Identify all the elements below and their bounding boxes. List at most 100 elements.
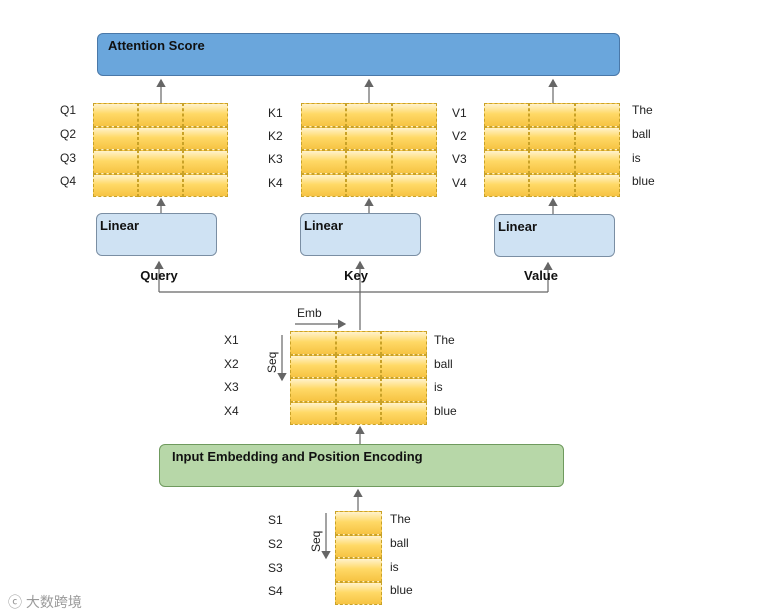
attention-score-box: Attention Score bbox=[97, 33, 620, 76]
v-cell bbox=[574, 103, 620, 127]
seq-label-s: Seq bbox=[309, 530, 323, 552]
watermark: ⓒ 大数跨境 bbox=[8, 592, 82, 612]
q-cell bbox=[93, 103, 138, 127]
q1-label: Q1 bbox=[60, 103, 77, 117]
linear-key-box: Linear bbox=[300, 213, 421, 256]
q2-label: Q2 bbox=[60, 127, 77, 141]
q-cell bbox=[183, 126, 228, 150]
x4-label: X4 bbox=[224, 404, 239, 418]
x-cell bbox=[335, 401, 382, 425]
v1-label: V1 bbox=[452, 106, 467, 120]
watermark-text: 大数跨境 bbox=[25, 594, 82, 610]
q3-label: Q3 bbox=[60, 151, 77, 165]
x-cell bbox=[381, 378, 427, 402]
v-cell bbox=[484, 150, 530, 174]
v-word-is: is bbox=[632, 151, 641, 165]
k-cell bbox=[301, 103, 347, 127]
s-word-is: is bbox=[390, 560, 399, 574]
k-matrix bbox=[301, 103, 437, 197]
q-cell bbox=[138, 150, 183, 174]
k-cell bbox=[301, 173, 347, 197]
attention-score-label: Attention Score bbox=[108, 38, 205, 53]
k-cell bbox=[301, 150, 347, 174]
k-cell bbox=[391, 150, 437, 174]
q-cell bbox=[183, 173, 228, 197]
v-cell bbox=[529, 150, 575, 174]
q-cell bbox=[138, 103, 183, 127]
watermark-logo-icon: ⓒ bbox=[8, 594, 22, 610]
s3-label: S3 bbox=[268, 561, 283, 575]
x-cell bbox=[335, 331, 382, 355]
x-cell bbox=[335, 354, 382, 378]
q-cell bbox=[93, 150, 138, 174]
k3-label: K3 bbox=[268, 152, 283, 166]
v-cell bbox=[484, 173, 530, 197]
x-word-is: is bbox=[434, 380, 443, 394]
v-cell bbox=[529, 126, 575, 150]
v-cell bbox=[574, 150, 620, 174]
x-word-the: The bbox=[434, 333, 455, 347]
s-cell bbox=[335, 534, 382, 558]
x2-label: X2 bbox=[224, 357, 239, 371]
v4-label: V4 bbox=[452, 176, 467, 190]
seq-label-x: Seq bbox=[265, 351, 279, 373]
emb-label: Emb bbox=[297, 306, 322, 320]
linear-query-label: Linear bbox=[100, 218, 140, 233]
k-cell bbox=[391, 173, 437, 197]
k2-label: K2 bbox=[268, 129, 283, 143]
v-cell bbox=[574, 126, 620, 150]
s-word-the: The bbox=[390, 512, 411, 526]
v-cell bbox=[529, 103, 575, 127]
x-word-ball: ball bbox=[434, 357, 453, 371]
x-cell bbox=[335, 378, 382, 402]
q-cell bbox=[183, 150, 228, 174]
v-cell bbox=[484, 103, 530, 127]
k-cell bbox=[391, 126, 437, 150]
x-cell bbox=[290, 401, 336, 425]
q4-label: Q4 bbox=[60, 174, 77, 188]
s-word-blue: blue bbox=[390, 583, 413, 597]
x1-label: X1 bbox=[224, 333, 239, 347]
input-embedding-label: Input Embedding and Position Encoding bbox=[172, 449, 423, 464]
v-word-the: The bbox=[632, 103, 653, 117]
v-cell bbox=[484, 126, 530, 150]
q-cell bbox=[138, 126, 183, 150]
s-cell bbox=[335, 581, 382, 605]
s-cell bbox=[335, 558, 382, 582]
k-cell bbox=[346, 103, 392, 127]
s-word-ball: ball bbox=[390, 536, 409, 550]
s-vector bbox=[335, 511, 382, 605]
s1-label: S1 bbox=[268, 513, 283, 527]
k-cell bbox=[346, 126, 392, 150]
v-cell bbox=[574, 173, 620, 197]
key-title: Key bbox=[344, 268, 368, 283]
linear-query-box: Linear bbox=[96, 213, 217, 256]
k-cell bbox=[391, 103, 437, 127]
v3-label: V3 bbox=[452, 152, 467, 166]
s4-label: S4 bbox=[268, 584, 283, 598]
q-cell bbox=[183, 103, 228, 127]
x-word-blue: blue bbox=[434, 404, 457, 418]
linear-key-label: Linear bbox=[304, 218, 344, 233]
v2-label: V2 bbox=[452, 129, 467, 143]
x-cell bbox=[290, 378, 336, 402]
x-cell bbox=[290, 331, 336, 355]
k-cell bbox=[346, 150, 392, 174]
v-cell bbox=[529, 173, 575, 197]
q-cell bbox=[138, 173, 183, 197]
q-matrix bbox=[93, 103, 228, 197]
linear-value-box: Linear bbox=[494, 214, 615, 257]
q-cell bbox=[93, 173, 138, 197]
k-cell bbox=[346, 173, 392, 197]
x-cell bbox=[381, 331, 427, 355]
x-cell bbox=[381, 401, 427, 425]
s-cell bbox=[335, 511, 382, 535]
x3-label: X3 bbox=[224, 380, 239, 394]
linear-value-label: Linear bbox=[498, 219, 538, 234]
k4-label: K4 bbox=[268, 176, 283, 190]
x-cell bbox=[290, 354, 336, 378]
input-embedding-box: Input Embedding and Position Encoding bbox=[159, 444, 564, 487]
x-matrix bbox=[290, 331, 427, 425]
x-cell bbox=[381, 354, 427, 378]
